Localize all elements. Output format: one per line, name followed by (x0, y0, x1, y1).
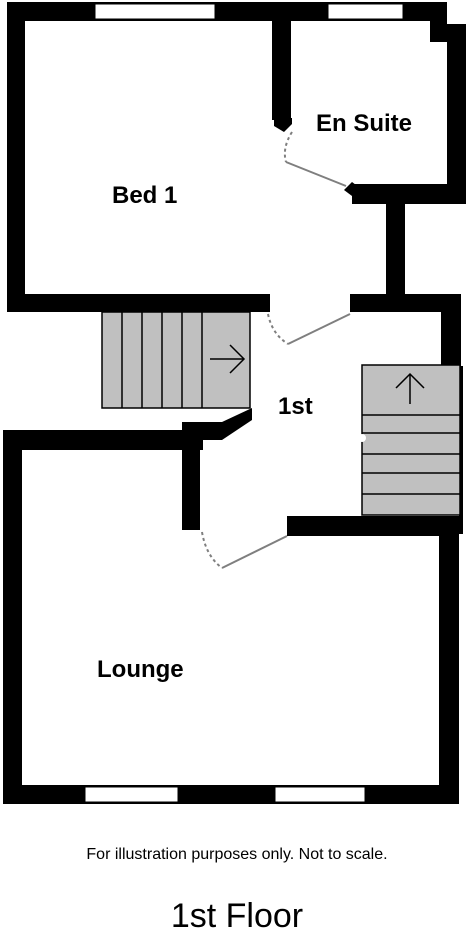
wall-lounge-top-right (287, 516, 459, 536)
window-lounge-right (274, 786, 366, 803)
door-swings (201, 131, 351, 569)
stair-arrow-up-icon (395, 372, 425, 404)
newel-post (358, 434, 366, 442)
wall-lounge-right (439, 516, 459, 804)
door-arc-bed (267, 313, 289, 345)
stair-flight-lower (361, 364, 461, 516)
stair-flight-upper (101, 311, 251, 409)
wall-lounge-left (3, 430, 22, 804)
walls (3, 2, 466, 804)
room-label-lounge: Lounge (97, 656, 184, 683)
disclaimer-text: For illustration purposes only. Not to s… (86, 846, 388, 863)
wall-ensuite-right-upper (430, 2, 447, 42)
wall-landing-stub (182, 408, 252, 530)
wall-lounge-top-left (3, 430, 203, 450)
wall-bed-left (7, 2, 25, 312)
wall-right-stairs (441, 294, 461, 366)
stairs-lower (358, 364, 461, 516)
window-lounge-left (84, 786, 179, 803)
door-leaf-ensuite (285, 161, 347, 187)
windows (84, 3, 404, 803)
window-ensuite-top (327, 3, 404, 20)
wall-right-stairs-lower (459, 366, 463, 534)
room-label-landing: 1st (278, 393, 313, 420)
wall-ensuite-right (447, 24, 466, 200)
wall-landing-top (350, 294, 445, 312)
wall-ensuite-bottom (352, 184, 466, 204)
floor-title: 1st Floor (170, 897, 304, 935)
stairs-upper (101, 311, 251, 409)
door-leaf-bed (287, 313, 351, 345)
door-arc-lounge (201, 531, 223, 569)
wall-bed-ensuite (272, 2, 291, 120)
wall-bed-bottom (7, 294, 270, 312)
jamb-ensuite-bottom (344, 182, 360, 196)
wall-right-mid (386, 184, 405, 302)
door-arc-ensuite (283, 131, 293, 163)
jamb-ensuite-top (274, 118, 292, 132)
room-label-bed1: Bed 1 (112, 182, 177, 209)
stair-arrow-right-icon (210, 344, 246, 374)
window-bed-top (94, 3, 216, 20)
door-leaf-lounge (221, 535, 288, 569)
room-label-en-suite: En Suite (316, 110, 412, 137)
wall-lounge-bottom (3, 785, 459, 804)
